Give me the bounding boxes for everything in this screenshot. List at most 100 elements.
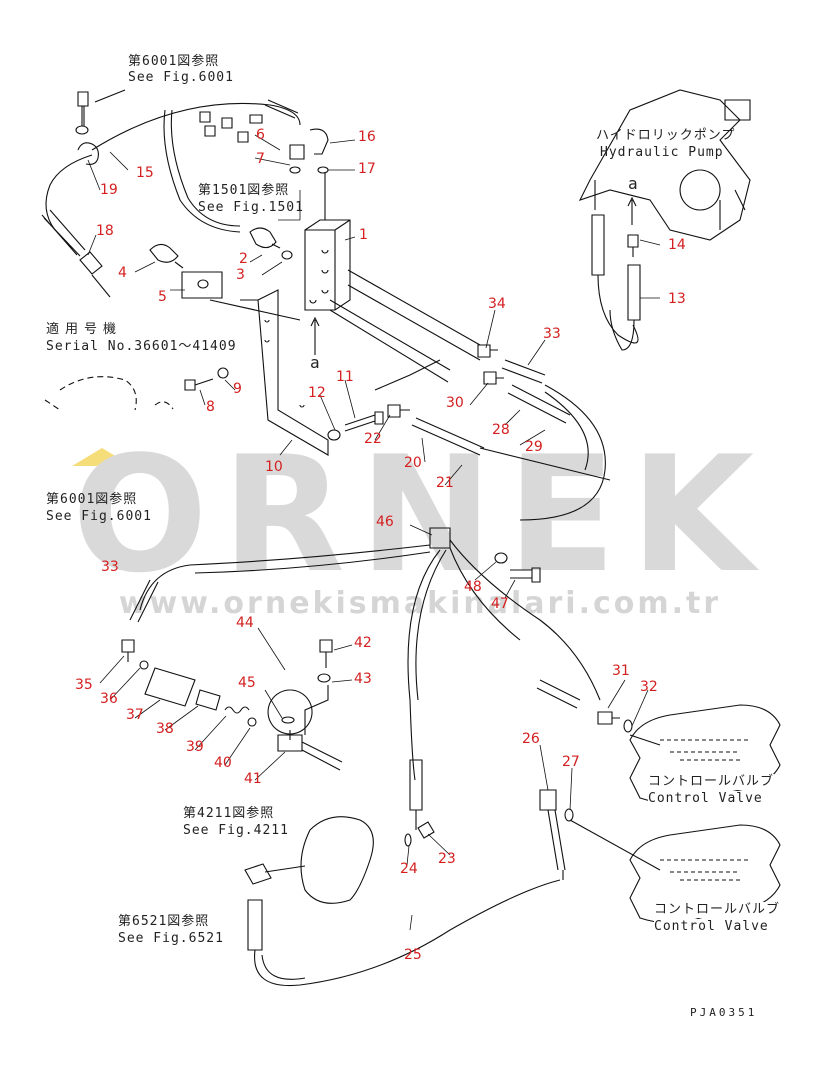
ref-pump-jp: ハイドロリックポンプ (596, 128, 736, 143)
part-num: 19 (100, 182, 118, 198)
leader-lines (209, 299, 301, 321)
hose-46-right (449, 539, 601, 701)
oring-7 (289, 166, 301, 174)
hose-46-left (139, 544, 431, 611)
fitting-38 (195, 689, 221, 711)
part-num: 6 (256, 127, 265, 143)
pump-shaft (724, 99, 751, 121)
part-num: 32 (640, 679, 658, 695)
block-ports (309, 249, 329, 304)
part-num: 37 (126, 707, 144, 723)
leaders (87, 134, 661, 931)
part-num: 12 (308, 385, 326, 401)
hose-top (163, 109, 241, 233)
part-num: 15 (136, 165, 154, 181)
ref-serial-en: Serial No.36601～41409 (46, 339, 237, 354)
part-num: 23 (438, 851, 456, 867)
ref-fig4211-en: See Fig.4211 (183, 823, 289, 838)
part-num: 39 (186, 739, 204, 755)
ref-cv1-jp: コントロールバルブ (648, 774, 775, 790)
fitting-30 (483, 371, 504, 385)
part-num: 10 (265, 459, 283, 475)
fitting-top-row (199, 111, 263, 143)
part-num: 11 (336, 369, 354, 385)
watermark-accent (72, 448, 132, 466)
fitting-31 (597, 711, 620, 725)
part-num: 48 (464, 579, 482, 595)
tube-upper (347, 269, 481, 361)
part-num: 5 (158, 289, 167, 305)
knob-44 (267, 689, 313, 740)
elbow-23 (417, 821, 435, 839)
part-num: 33 (543, 326, 561, 342)
part-num: 2 (239, 251, 248, 267)
part-num: 27 (562, 754, 580, 770)
part-num: 16 (358, 129, 376, 145)
hose-end-31 (536, 679, 581, 709)
hose-46-down (407, 549, 447, 781)
box-5 (181, 271, 223, 299)
hose-end-33b (129, 579, 159, 623)
elbow-16 (309, 128, 329, 155)
hose-end-18a (41, 209, 86, 257)
hose-pump-left (591, 214, 639, 344)
oring-45 (281, 716, 295, 724)
arrow-fig6001-top (94, 89, 126, 103)
part-num: 26 (522, 731, 540, 747)
leader-vee (374, 359, 441, 391)
hose-15 (91, 102, 301, 151)
part-num: 21 (436, 475, 454, 491)
oring-17 (317, 166, 329, 174)
part-num: 4 (118, 265, 127, 281)
ref-serial-jp: 適用号機 (46, 322, 123, 337)
serial-arc (44, 376, 174, 411)
arrow-a-pump (627, 196, 637, 225)
valve-41 (277, 734, 343, 771)
ref-fig6001-mid-en: See Fig.6001 (46, 509, 152, 524)
oring-24 (404, 833, 412, 847)
springs-39 (224, 706, 250, 714)
arrow-a-block (310, 316, 320, 355)
part-num: 31 (612, 663, 630, 679)
junction-46 (429, 527, 451, 549)
sensor-2 (249, 227, 281, 249)
part-num: 22 (364, 431, 382, 447)
part-num: 1 (359, 227, 368, 243)
ref-fig6001-mid-jp: 第6001図参照 (46, 492, 138, 507)
part-num: 8 (206, 399, 215, 415)
hose-top-right (264, 99, 299, 119)
pipe-down-left (247, 899, 263, 951)
oring-40 (247, 717, 257, 727)
part-num: 46 (376, 514, 394, 530)
part-num: 40 (214, 755, 232, 771)
watermark-brand: ORNEK (71, 421, 769, 608)
part-num: 36 (100, 691, 118, 707)
fitting-22 (387, 404, 410, 418)
tube-lower (329, 299, 451, 383)
ref-fig6521-en: See Fig.6521 (118, 931, 224, 946)
hydraulic-pump (578, 89, 751, 241)
oring-27 (564, 808, 661, 871)
ref-cv2-jp: コントロールバルブ (654, 902, 781, 918)
part-num: 7 (256, 151, 265, 167)
ref-fig6001-top-jp: 第6001図参照 (128, 54, 220, 69)
hose-13 (609, 264, 641, 351)
sensor-4 (149, 243, 184, 269)
part-num: 3 (236, 267, 245, 283)
hose-28-29 (507, 384, 571, 424)
part-num: 13 (668, 291, 686, 307)
part-num: 45 (238, 675, 256, 691)
part-num: 18 (96, 223, 114, 239)
part-num: 41 (244, 771, 262, 787)
ref-fig1501-jp: 第1501図参照 (198, 183, 290, 198)
drawing-code: PJA0351 (690, 1006, 758, 1019)
washer-5 (197, 279, 209, 289)
bolt-8 (184, 378, 214, 391)
part-num: 42 (354, 635, 372, 651)
hose-15b (45, 154, 93, 231)
part-num: 47 (491, 596, 509, 612)
ref-cv1-en: Control Valve (648, 791, 763, 807)
ref-fig6001-top-en: See Fig.6001 (128, 70, 234, 85)
hose-long-right (519, 384, 606, 521)
